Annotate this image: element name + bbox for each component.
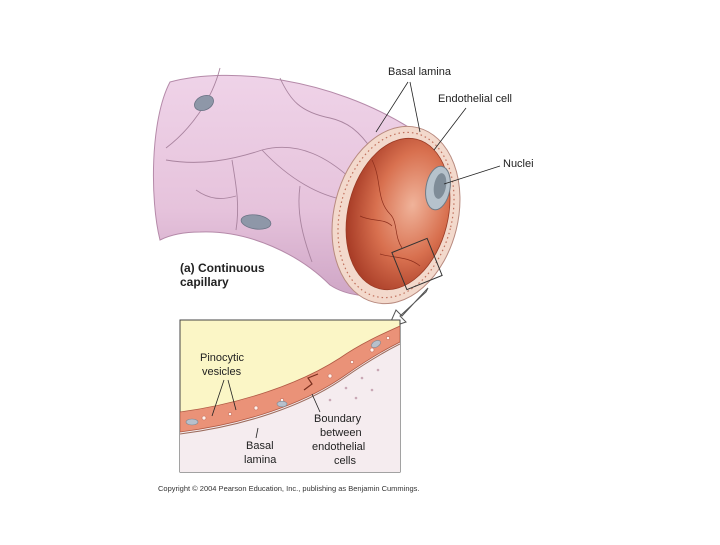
label-basal-lamina: Basal lamina — [388, 66, 451, 79]
label-boundary-line4: cells — [334, 455, 356, 468]
label-nuclei: Nuclei — [503, 158, 534, 171]
panel-caption-line2: capillary — [180, 276, 229, 290]
label-basal-inset-line1: Basal — [246, 440, 274, 453]
label-basal-inset-line2: lamina — [244, 454, 276, 467]
panel-caption-line1: (a) Continuous — [180, 262, 265, 276]
label-boundary-line2: between — [320, 427, 362, 440]
label-endothelial-cell: Endothelial cell — [438, 93, 512, 106]
label-pinocytic-line2: vesicles — [202, 366, 241, 379]
label-boundary-line3: endothelial — [312, 441, 365, 454]
label-boundary-line1: Boundary — [314, 413, 361, 426]
label-pinocytic-line1: Pinocytic — [200, 352, 244, 365]
copyright-notice: Copyright © 2004 Pearson Education, Inc.… — [158, 484, 420, 493]
